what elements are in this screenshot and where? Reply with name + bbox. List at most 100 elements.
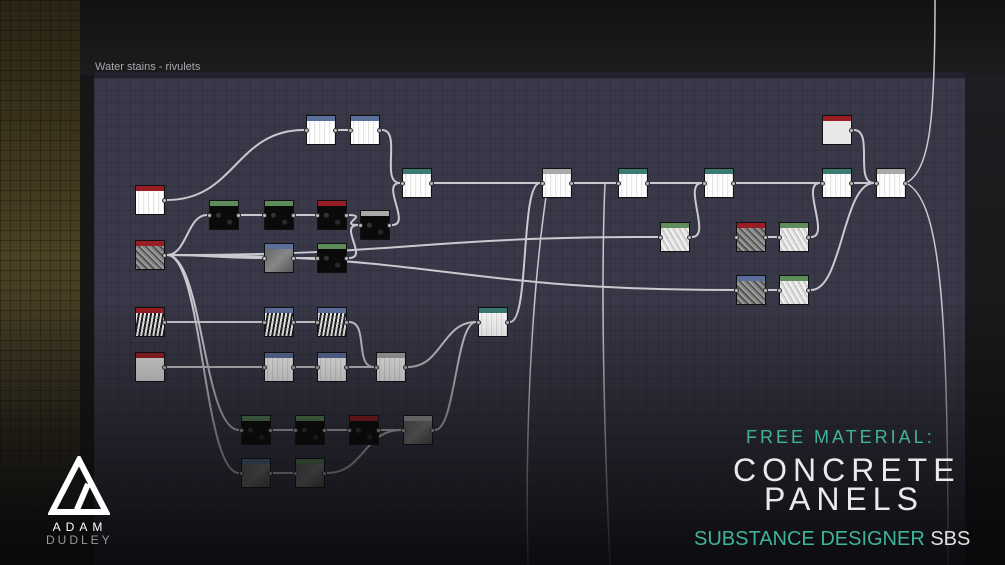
graph-node-transform[interactable] [262, 243, 296, 273]
graph-node-noise[interactable] [734, 222, 768, 252]
node-input-port[interactable] [374, 365, 379, 370]
graph-node-levels[interactable] [262, 200, 296, 230]
node-input-port[interactable] [734, 235, 739, 240]
node-input-port[interactable] [734, 288, 739, 293]
graph-node-transform[interactable] [262, 352, 296, 382]
node-output-port[interactable] [344, 365, 349, 370]
graph-node-filter[interactable] [315, 200, 349, 230]
graph-node-levels[interactable] [658, 222, 692, 252]
graph-node-blend[interactable] [374, 352, 408, 382]
node-output-port[interactable] [344, 256, 349, 261]
graph-node-warp[interactable] [702, 168, 736, 198]
graph-node-input[interactable] [135, 307, 167, 337]
node-input-port[interactable] [262, 256, 267, 261]
graph-node-transform[interactable] [734, 275, 768, 305]
node-output-port[interactable] [291, 213, 296, 218]
graph-node-blend[interactable] [874, 168, 908, 198]
graph-node-transform[interactable] [304, 115, 338, 145]
graph-node-uniform[interactable] [822, 115, 854, 145]
graph-node-input[interactable] [135, 185, 167, 215]
graph-node-blend[interactable] [820, 168, 854, 198]
node-output-port[interactable] [377, 128, 382, 133]
node-input-port[interactable] [239, 471, 244, 476]
node-output-port[interactable] [731, 181, 736, 186]
graph-node-blend[interactable] [358, 210, 392, 240]
node-output-port[interactable] [344, 213, 349, 218]
graph-node-warp[interactable] [616, 168, 650, 198]
node-input-port[interactable] [207, 213, 212, 218]
node-output-port[interactable] [403, 365, 408, 370]
node-input-port[interactable] [315, 213, 320, 218]
node-output-port[interactable] [505, 320, 510, 325]
node-output-port[interactable] [268, 428, 273, 433]
graph-node-filter[interactable] [347, 415, 381, 445]
node-output-port[interactable] [763, 235, 768, 240]
graph-node-transform[interactable] [315, 307, 349, 337]
graph-node-blend[interactable] [540, 168, 574, 198]
graph-node-transform[interactable] [315, 352, 349, 382]
node-output-port[interactable] [849, 181, 854, 186]
node-output-port[interactable] [429, 181, 434, 186]
node-output-port[interactable] [687, 235, 692, 240]
graph-node-transform[interactable] [262, 307, 296, 337]
node-input-port[interactable] [401, 428, 406, 433]
graph-node-levels[interactable] [207, 200, 241, 230]
node-output-port[interactable] [291, 256, 296, 261]
node-output-port[interactable] [763, 288, 768, 293]
node-input-port[interactable] [262, 365, 267, 370]
node-output-port[interactable] [645, 181, 650, 186]
node-output-port[interactable] [162, 198, 167, 203]
node-input-port[interactable] [702, 181, 707, 186]
node-output-port[interactable] [291, 320, 296, 325]
node-output-port[interactable] [387, 223, 392, 228]
graph-node-levels[interactable] [293, 458, 327, 488]
node-output-port[interactable] [903, 181, 908, 186]
node-input-port[interactable] [777, 235, 782, 240]
node-output-port[interactable] [162, 365, 167, 370]
node-input-port[interactable] [540, 181, 545, 186]
node-input-port[interactable] [239, 428, 244, 433]
graph-node-transform[interactable] [239, 458, 273, 488]
node-input-port[interactable] [315, 256, 320, 261]
node-input-port[interactable] [293, 471, 298, 476]
graph-node-input[interactable] [135, 352, 167, 382]
graph-node-levels[interactable] [315, 243, 349, 273]
graph-node-transform[interactable] [348, 115, 382, 145]
node-input-port[interactable] [262, 213, 267, 218]
node-output-port[interactable] [344, 320, 349, 325]
node-input-port[interactable] [820, 181, 825, 186]
graph-node-input[interactable] [135, 240, 167, 270]
node-output-port[interactable] [376, 428, 381, 433]
graph-node-blend[interactable] [401, 415, 435, 445]
node-input-port[interactable] [315, 365, 320, 370]
node-input-port[interactable] [315, 320, 320, 325]
node-input-port[interactable] [293, 428, 298, 433]
node-output-port[interactable] [291, 365, 296, 370]
graph-frame-header[interactable] [94, 72, 965, 78]
node-input-port[interactable] [658, 235, 663, 240]
graph-node-levels[interactable] [777, 222, 811, 252]
node-input-port[interactable] [348, 128, 353, 133]
node-input-port[interactable] [777, 288, 782, 293]
node-output-port[interactable] [806, 288, 811, 293]
node-output-port[interactable] [322, 471, 327, 476]
node-output-port[interactable] [268, 471, 273, 476]
node-output-port[interactable] [333, 128, 338, 133]
node-output-port[interactable] [162, 320, 167, 325]
graph-node-warp[interactable] [400, 168, 434, 198]
node-input-port[interactable] [358, 223, 363, 228]
node-input-port[interactable] [400, 181, 405, 186]
graph-node-levels[interactable] [777, 275, 811, 305]
node-output-port[interactable] [162, 253, 167, 258]
node-input-port[interactable] [874, 181, 879, 186]
node-output-port[interactable] [569, 181, 574, 186]
node-output-port[interactable] [236, 213, 241, 218]
node-output-port[interactable] [849, 128, 854, 133]
graph-node-warp[interactable] [476, 307, 510, 337]
node-input-port[interactable] [616, 181, 621, 186]
node-output-port[interactable] [322, 428, 327, 433]
graph-node-levels[interactable] [293, 415, 327, 445]
node-input-port[interactable] [304, 128, 309, 133]
node-output-port[interactable] [430, 428, 435, 433]
node-input-port[interactable] [476, 320, 481, 325]
